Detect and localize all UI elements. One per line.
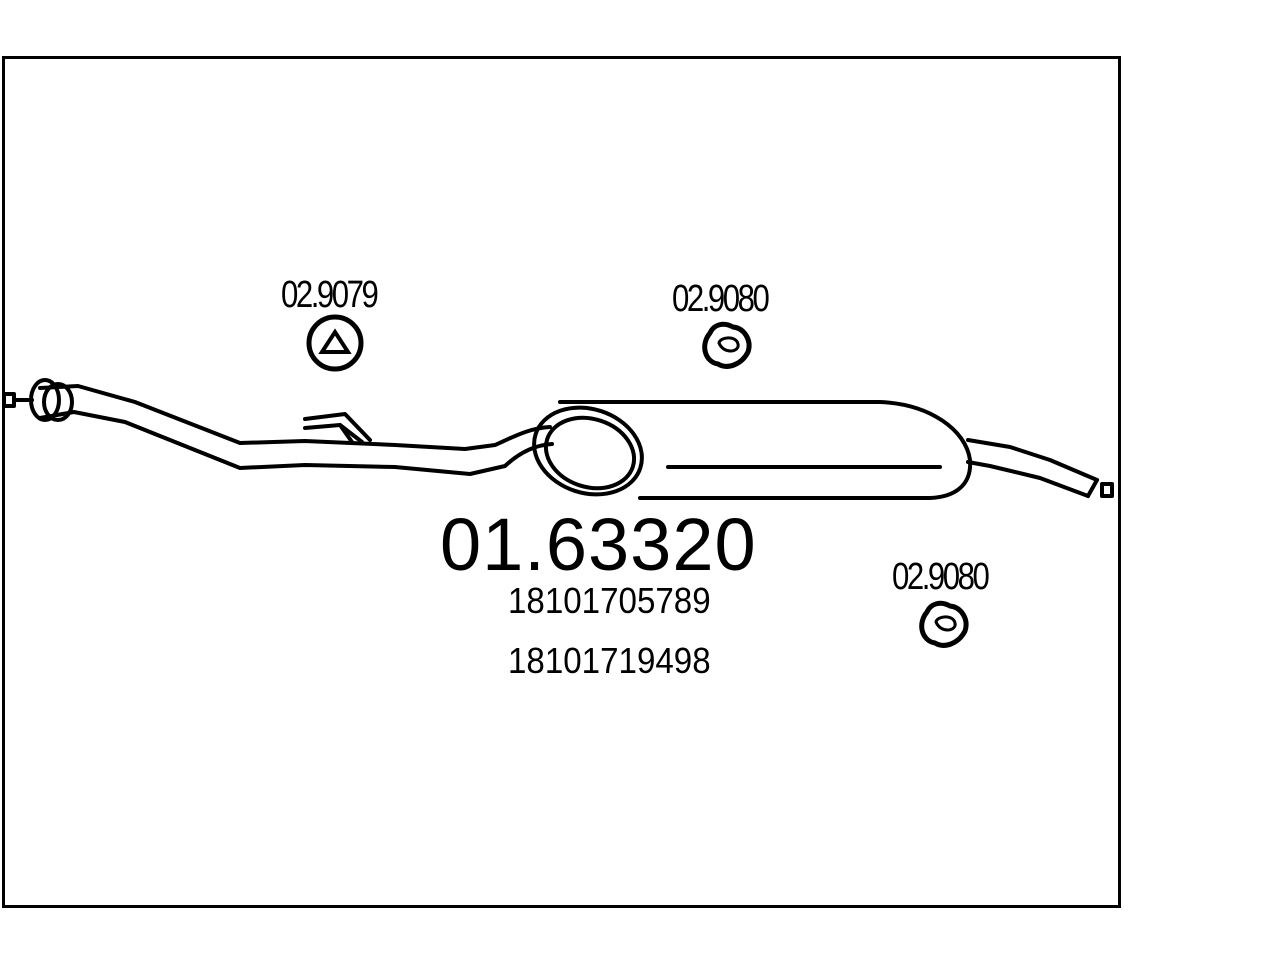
hanger-part-number: 02.9080 bbox=[892, 556, 990, 598]
oe-number: 18101719498 bbox=[508, 640, 711, 681]
oe-number: 18101705789 bbox=[508, 580, 711, 621]
silencer bbox=[532, 400, 973, 500]
hanger-part-number: 02.9080 bbox=[672, 278, 770, 320]
hanger-part-number: 02.9079 bbox=[281, 274, 379, 316]
front-pipe bbox=[2, 378, 554, 476]
tail-pipe bbox=[966, 438, 1114, 498]
rubber-hanger-icon bbox=[919, 600, 969, 648]
diagram-frame bbox=[2, 56, 1121, 908]
main-part-number: 01.63320 bbox=[440, 503, 757, 586]
rubber-hanger-icon bbox=[306, 314, 364, 372]
rubber-hanger-icon bbox=[702, 321, 752, 369]
